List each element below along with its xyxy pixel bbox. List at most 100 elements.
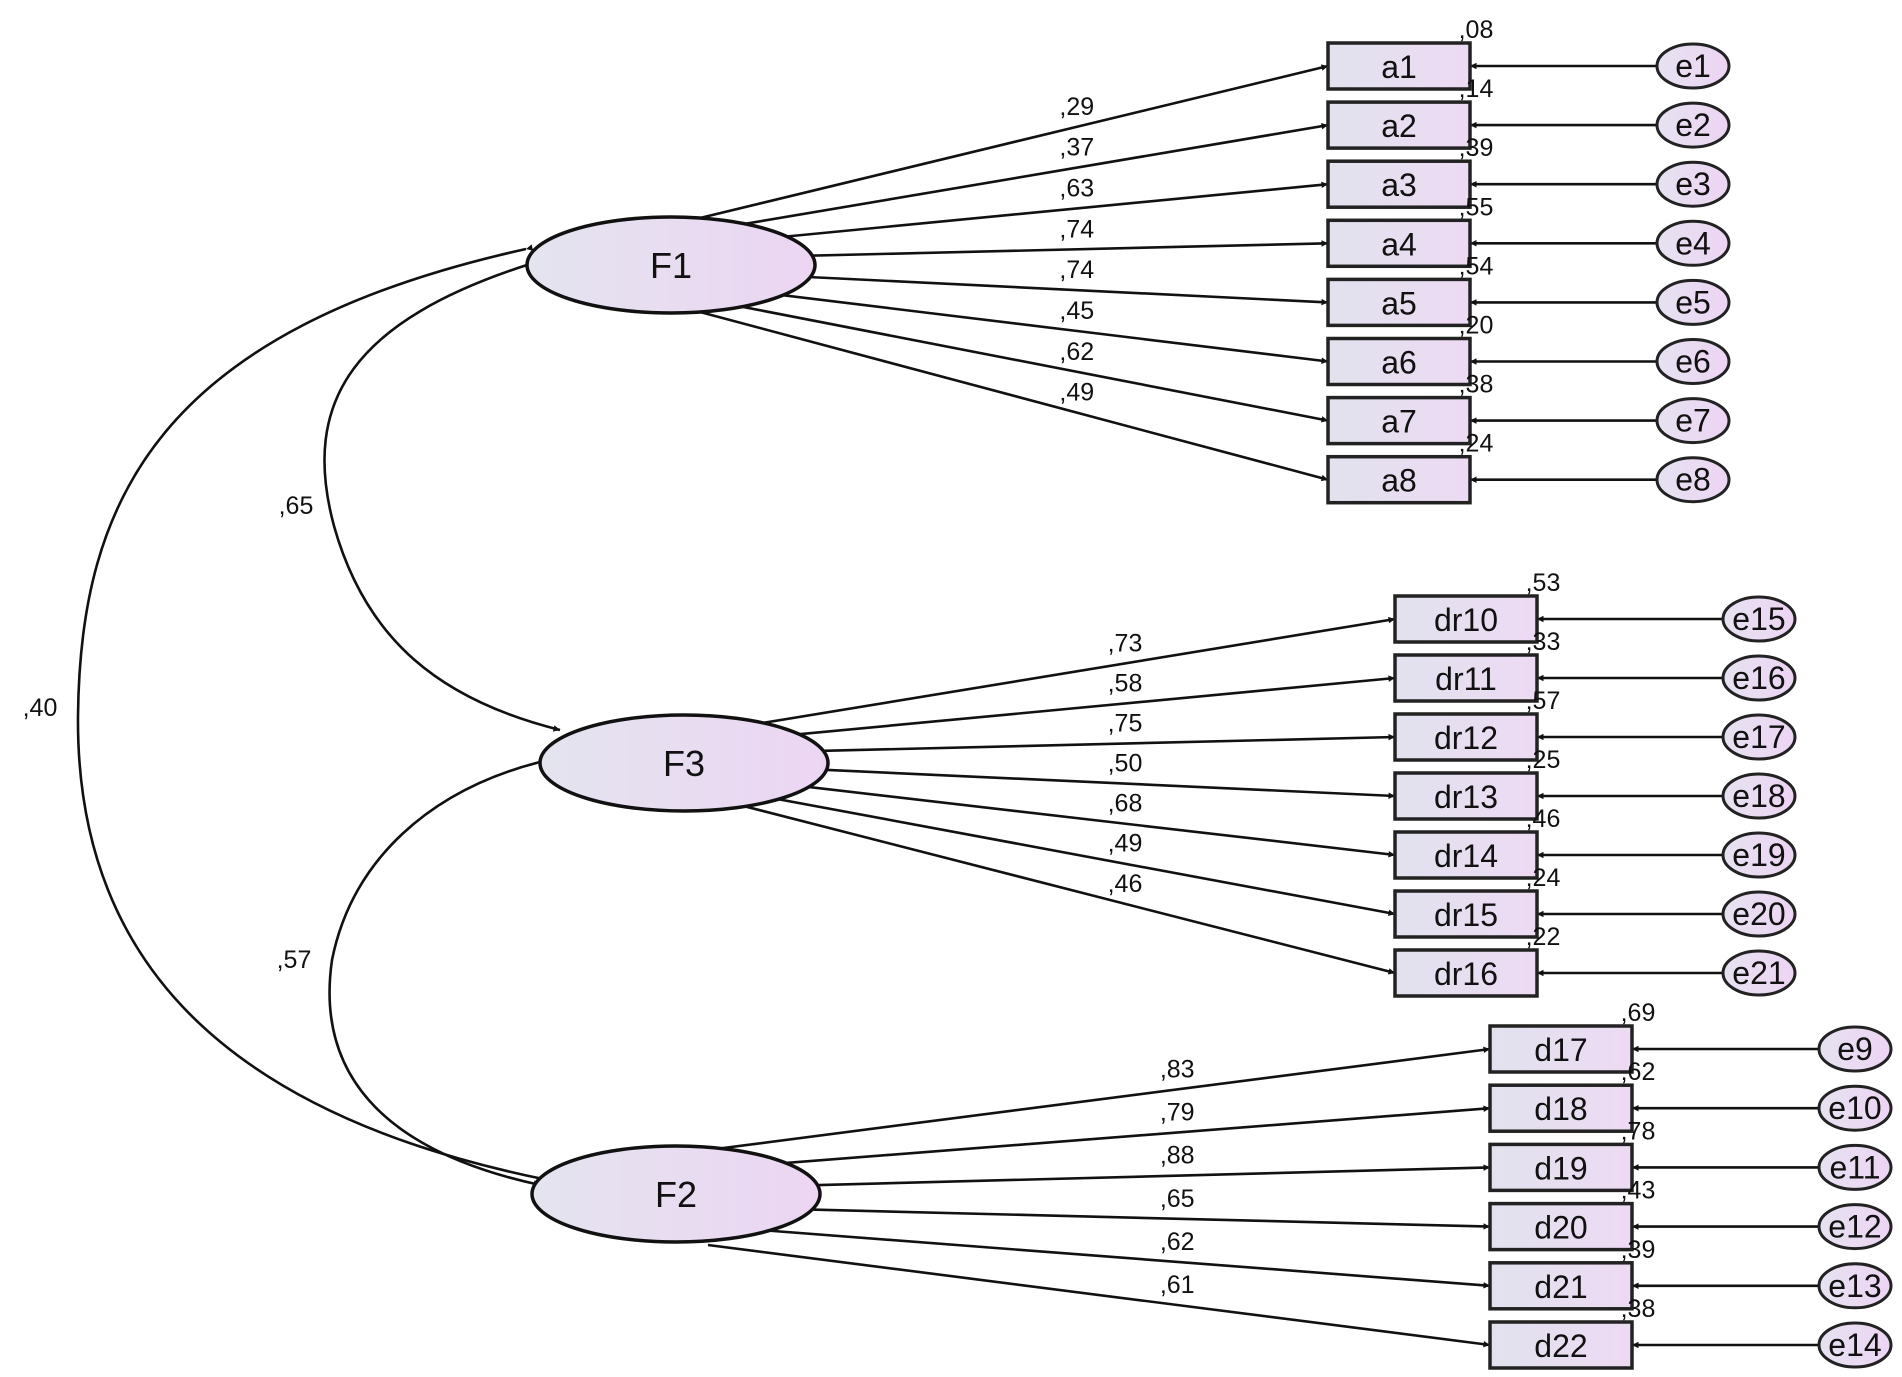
loading-a1: ,29 bbox=[1059, 93, 1094, 121]
r2-dr15: ,24 bbox=[1526, 864, 1561, 892]
covariance-layer bbox=[76, 244, 561, 1187]
indicator-label-d19: d19 bbox=[1534, 1150, 1587, 1186]
error-label-e1: e1 bbox=[1675, 48, 1711, 84]
r2-dr10: ,53 bbox=[1526, 569, 1561, 597]
indicator-box-d22 bbox=[1488, 1320, 1634, 1370]
path-f2-d21 bbox=[707, 1224, 1491, 1289]
indicator-label-a2: a2 bbox=[1381, 108, 1417, 144]
latent-label-f1: F1 bbox=[650, 245, 692, 286]
error-node-e16 bbox=[1721, 654, 1797, 702]
error-node-e1 bbox=[1655, 42, 1731, 90]
indicator-box-dr12 bbox=[1393, 712, 1539, 762]
r2-d17: ,69 bbox=[1621, 999, 1656, 1027]
error-label-e7: e7 bbox=[1675, 403, 1711, 439]
error-node-e6 bbox=[1655, 338, 1731, 385]
r2-dr13: ,25 bbox=[1526, 746, 1561, 774]
covariance-f1-f2-value: ,40 bbox=[23, 694, 58, 722]
r2-dr11: ,33 bbox=[1526, 628, 1561, 656]
error-label-e4: e4 bbox=[1675, 225, 1711, 261]
indicator-box-a3 bbox=[1326, 159, 1472, 209]
error-label-e12: e12 bbox=[1828, 1209, 1881, 1245]
error-label-e9: e9 bbox=[1837, 1031, 1873, 1067]
indicator-box-a8 bbox=[1326, 454, 1472, 505]
loading-dr12: ,75 bbox=[1108, 710, 1143, 738]
loading-d20: ,65 bbox=[1160, 1185, 1195, 1213]
error-node-e21 bbox=[1721, 949, 1797, 997]
error-label-e20: e20 bbox=[1732, 896, 1785, 932]
path-f3-dr10 bbox=[719, 616, 1396, 732]
indicator-box-a2 bbox=[1326, 100, 1472, 150]
r2-d18: ,62 bbox=[1621, 1058, 1656, 1086]
indicator-label-dr12: dr12 bbox=[1434, 720, 1498, 756]
error-node-e20 bbox=[1721, 890, 1797, 938]
path-f1-a3 bbox=[699, 181, 1329, 247]
loading-d21: ,62 bbox=[1160, 1228, 1195, 1256]
error-node-e12 bbox=[1817, 1203, 1893, 1251]
indicator-label-a6: a6 bbox=[1381, 345, 1417, 381]
indicator-box-dr11 bbox=[1393, 653, 1539, 703]
loading-dr15: ,49 bbox=[1108, 830, 1143, 858]
loading-dr13: ,50 bbox=[1108, 750, 1143, 778]
indicator-box-d19 bbox=[1488, 1142, 1634, 1193]
error-node-e15 bbox=[1721, 595, 1797, 643]
path-f3-dr11 bbox=[719, 675, 1396, 743]
error-label-e2: e2 bbox=[1675, 107, 1711, 143]
path-f2-d20 bbox=[707, 1205, 1491, 1230]
covariance-f1-f2-arc bbox=[76, 244, 549, 1182]
indicator-label-dr14: dr14 bbox=[1434, 838, 1498, 874]
r2-dr12: ,57 bbox=[1526, 687, 1561, 715]
indicator-label-d17: d17 bbox=[1534, 1032, 1587, 1068]
indicator-box-d17 bbox=[1488, 1024, 1634, 1074]
indicator-box-dr16 bbox=[1393, 948, 1539, 998]
indicator-box-a6 bbox=[1326, 336, 1472, 387]
indicator-label-dr13: dr13 bbox=[1434, 779, 1498, 815]
r2-dr14: ,46 bbox=[1526, 805, 1561, 833]
indicator-box-a4 bbox=[1326, 218, 1472, 269]
error-node-e11 bbox=[1817, 1143, 1893, 1191]
error-node-e8 bbox=[1655, 456, 1731, 504]
indicator-label-a5: a5 bbox=[1381, 285, 1417, 321]
latent-label-f2: F2 bbox=[655, 1174, 697, 1215]
r2-dr16: ,22 bbox=[1526, 923, 1561, 951]
indicator-box-d21 bbox=[1488, 1261, 1634, 1311]
path-f2-d22 bbox=[707, 1243, 1491, 1348]
indicator-label-d18: d18 bbox=[1534, 1091, 1587, 1127]
error-node-e4 bbox=[1655, 219, 1731, 267]
path-f1-a2 bbox=[699, 122, 1329, 233]
indicator-box-dr13 bbox=[1393, 771, 1539, 821]
indicator-box-dr14 bbox=[1393, 830, 1539, 880]
indicator-label-a4: a4 bbox=[1381, 226, 1417, 262]
loading-a3: ,63 bbox=[1059, 174, 1094, 202]
r2-a2: ,14 bbox=[1459, 75, 1494, 103]
error-node-e19 bbox=[1721, 831, 1797, 879]
loading-a8: ,49 bbox=[1059, 379, 1094, 407]
indicator-label-a7: a7 bbox=[1381, 404, 1417, 440]
path-f1-a7 bbox=[699, 297, 1329, 423]
covariance-f3-f2-arc bbox=[328, 757, 548, 1187]
r2-a6: ,20 bbox=[1459, 312, 1494, 340]
r2-a5: ,54 bbox=[1459, 252, 1494, 280]
path-f1-a6 bbox=[699, 283, 1329, 364]
r2-a8: ,24 bbox=[1459, 430, 1494, 458]
loading-a2: ,37 bbox=[1059, 134, 1094, 162]
error-label-e15: e15 bbox=[1732, 601, 1785, 637]
error-label-e13: e13 bbox=[1828, 1268, 1881, 1304]
path-f3-dr15 bbox=[719, 787, 1396, 917]
latent-node-f3 bbox=[538, 713, 830, 813]
covariance-f3-f2-value: ,57 bbox=[277, 946, 312, 974]
indicator-label-a3: a3 bbox=[1381, 167, 1417, 203]
loading-a4: ,74 bbox=[1059, 215, 1094, 243]
loading-a7: ,62 bbox=[1059, 338, 1094, 366]
r2-d22: ,38 bbox=[1621, 1295, 1656, 1323]
indicator-label-a1: a1 bbox=[1381, 49, 1417, 85]
indicator-label-dr11: dr11 bbox=[1435, 661, 1497, 697]
error-node-e14 bbox=[1817, 1321, 1893, 1369]
path-f3-dr12 bbox=[719, 733, 1396, 755]
loading-dr16: ,46 bbox=[1108, 870, 1143, 898]
r2-d21: ,39 bbox=[1621, 1236, 1656, 1264]
indicator-box-a1 bbox=[1326, 41, 1472, 91]
path-f3-dr16 bbox=[719, 798, 1396, 975]
error-label-e8: e8 bbox=[1675, 462, 1711, 498]
error-label-e10: e10 bbox=[1828, 1090, 1881, 1126]
